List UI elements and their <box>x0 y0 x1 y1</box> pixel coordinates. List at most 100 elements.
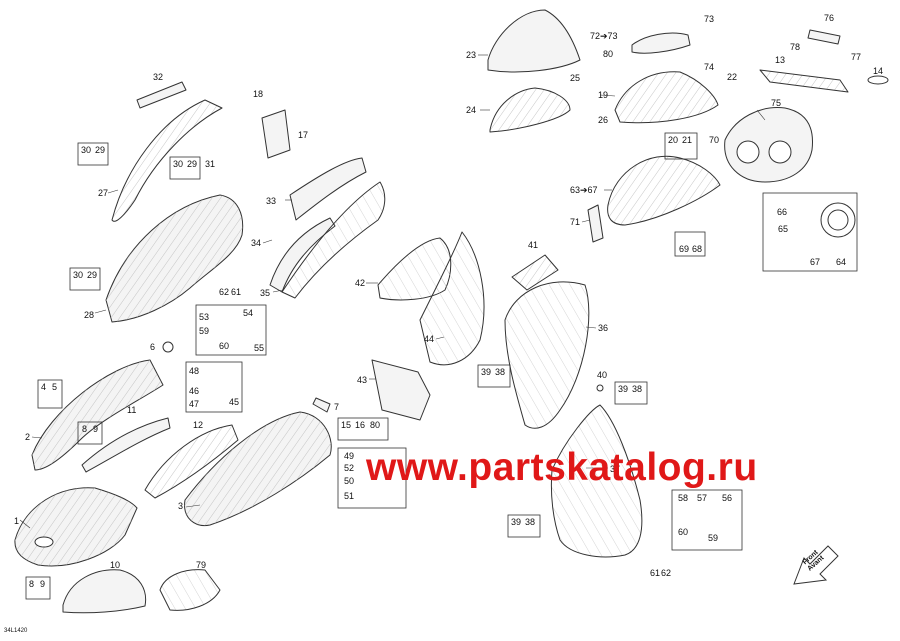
drawing-code: 34L1420 <box>4 628 28 634</box>
front-direction-arrow-icon <box>793 545 839 585</box>
part-17-bracket <box>261 109 291 159</box>
callout-77: 77 <box>851 52 862 62</box>
part-14-washer <box>867 75 889 85</box>
part-71-reflector <box>587 204 604 243</box>
callout-21: 21 <box>682 135 693 145</box>
callout-61a: 61 <box>231 287 242 297</box>
part-10-cover <box>62 569 147 614</box>
callout-62b: 62 <box>661 568 672 578</box>
part-76-bracket <box>807 29 841 45</box>
callout-74: 74 <box>704 62 715 72</box>
callout-54: 54 <box>243 308 254 318</box>
callout-60b: 60 <box>219 341 230 351</box>
box-30-29-left <box>77 142 109 166</box>
callout-59b: 59 <box>199 326 210 336</box>
callout-64: 64 <box>836 257 847 267</box>
callout-59a: 59 <box>708 533 719 543</box>
part-1-emblem <box>34 536 54 548</box>
callout-3: 3 <box>178 501 184 511</box>
callout-49: 49 <box>344 451 355 461</box>
watermark-text: www.partskatalog.ru <box>366 446 758 489</box>
part-40-clip <box>596 384 604 392</box>
callout-12: 12 <box>193 420 204 430</box>
callout-30a: 30 <box>81 145 92 155</box>
callout-34: 34 <box>251 238 262 248</box>
callout-22: 22 <box>727 72 738 82</box>
callout-68: 68 <box>692 244 703 254</box>
callout-29b: 29 <box>187 159 198 169</box>
callout-29a: 29 <box>95 145 106 155</box>
part-13-bar <box>759 69 849 93</box>
callout-19: 19 <box>598 90 609 100</box>
callout-6: 6 <box>150 342 156 352</box>
callout-57: 57 <box>697 493 708 503</box>
callout-38c: 38 <box>525 517 536 527</box>
part-36-large-panel <box>504 281 590 429</box>
callout-70: 70 <box>709 135 720 145</box>
box-48-45 <box>185 361 243 413</box>
callout-30b: 30 <box>173 159 184 169</box>
box-4-5 <box>37 379 63 409</box>
callout-71: 71 <box>570 217 581 227</box>
callout-17: 17 <box>298 130 309 140</box>
box-69-68 <box>674 231 706 257</box>
part-37-lower-cowl <box>550 404 643 558</box>
callout-7: 7 <box>334 402 340 412</box>
callout-33: 33 <box>266 196 277 206</box>
part-44-panel <box>419 231 485 366</box>
callout-73: 73 <box>704 14 715 24</box>
part-73-small <box>631 32 691 54</box>
box-8-9-bottom <box>25 576 51 600</box>
callout-58: 58 <box>678 493 689 503</box>
callout-56: 56 <box>722 493 733 503</box>
callout-62a: 62 <box>219 287 230 297</box>
callout-arrow-63-67: 63➔67 <box>570 185 598 195</box>
callout-48: 48 <box>189 366 200 376</box>
part-11-strip <box>81 417 171 473</box>
part-33-panel <box>289 157 367 221</box>
callout-39b: 39 <box>618 384 629 394</box>
callout-15: 15 <box>341 420 352 430</box>
callout-35: 35 <box>260 288 271 298</box>
callout-2: 2 <box>25 432 31 442</box>
part-64-lamp <box>820 202 856 238</box>
part-75-headlight-housing <box>724 107 814 183</box>
box-39-38-right <box>614 381 648 405</box>
box-30-29-mid <box>169 156 201 180</box>
callout-75: 75 <box>771 98 782 108</box>
box-8-9-left <box>77 421 103 445</box>
callout-18: 18 <box>253 89 264 99</box>
callout-38a: 38 <box>495 367 506 377</box>
part-7-strip <box>312 397 331 413</box>
callout-55: 55 <box>254 343 265 353</box>
callout-39c: 39 <box>511 517 522 527</box>
callout-26: 26 <box>598 115 609 125</box>
callout-37: 37 <box>610 464 621 474</box>
callout-69: 69 <box>679 244 690 254</box>
callout-40: 40 <box>597 370 608 380</box>
callout-78: 78 <box>790 42 801 52</box>
callout-52: 52 <box>344 463 355 473</box>
part-12-panel <box>144 424 239 499</box>
box-20-21 <box>664 132 698 160</box>
callout-42: 42 <box>355 278 366 288</box>
callout-23: 23 <box>466 50 477 60</box>
box-53-55 <box>195 304 267 356</box>
part-35-panel <box>281 181 386 299</box>
callout-1: 1 <box>14 516 20 526</box>
callout-79: 79 <box>196 560 207 570</box>
callout-80b: 80 <box>370 420 381 430</box>
callout-36: 36 <box>598 323 609 333</box>
callout-31: 31 <box>205 159 216 169</box>
box-58-59 <box>671 489 743 551</box>
callout-27: 27 <box>98 188 109 198</box>
callout-50: 50 <box>344 476 355 486</box>
callout-53: 53 <box>199 312 210 322</box>
callout-47: 47 <box>189 399 200 409</box>
callout-9: 9 <box>93 424 99 434</box>
callout-16: 16 <box>355 420 366 430</box>
callout-29c: 29 <box>87 270 98 280</box>
box-15-16-80 <box>337 417 389 441</box>
